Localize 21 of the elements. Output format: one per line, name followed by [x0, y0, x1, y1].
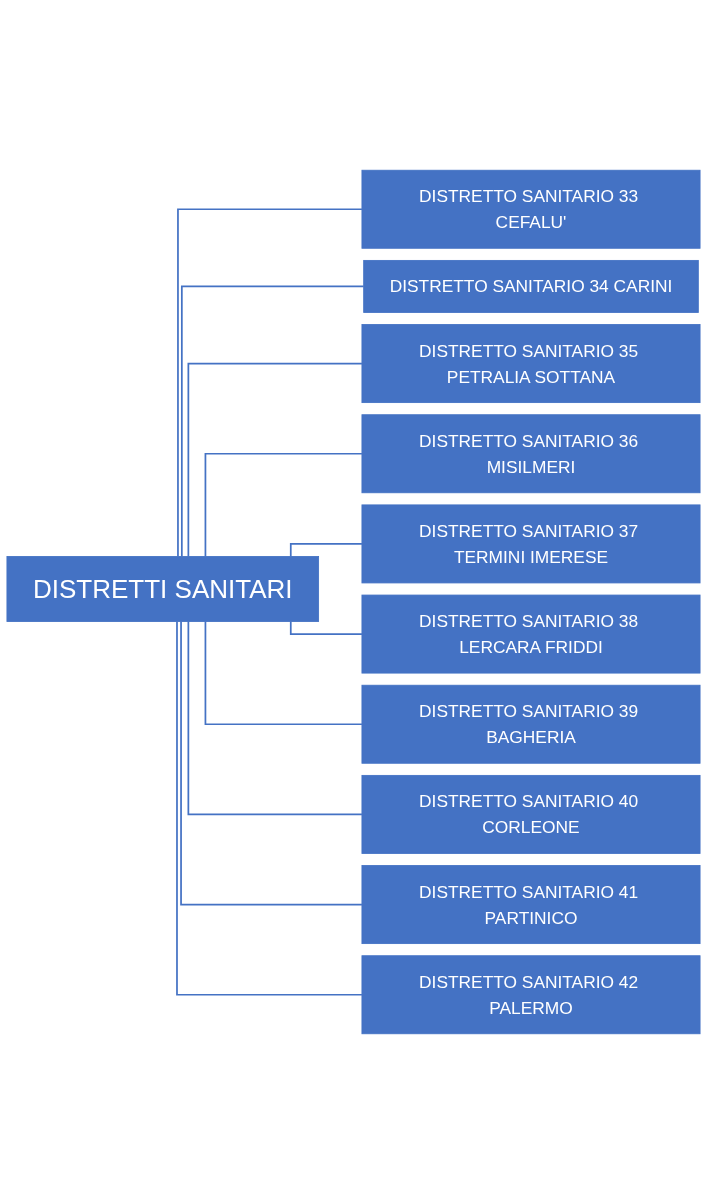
node-box: DISTRETTO SANITARIO 41 PARTINICO [361, 865, 701, 945]
connector [187, 620, 363, 816]
node-box: DISTRETTO SANITARIO 40 CORLEONE [361, 774, 701, 854]
connector [289, 620, 363, 635]
connector [289, 543, 363, 558]
node-box: DISTRETTO SANITARIO 36 MISILMERI [361, 414, 701, 494]
connector [177, 208, 363, 558]
connector [204, 452, 363, 558]
connector [187, 362, 363, 558]
connector [180, 620, 363, 906]
node-box: DISTRETTO SANITARIO 35 PETRALIA SOTTANA [361, 324, 701, 404]
connector [176, 620, 363, 996]
connector [180, 285, 365, 558]
node-box: DISTRETTO SANITARIO 42 PALERMO [361, 955, 701, 1035]
node-box: DISTRETTO SANITARIO 39 BAGHERIA [361, 684, 701, 764]
node-box: DISTRETTO SANITARIO 37 TERMINI IMERESE [361, 504, 701, 584]
node-box: DISTRETTO SANITARIO 38 LERCARA FRIDDI [361, 594, 701, 674]
node-box: DISTRETTI SANITARI [6, 556, 320, 622]
connector [204, 620, 363, 726]
node-box: DISTRETTO SANITARIO 34 CARINI [363, 259, 699, 313]
node-box: DISTRETTO SANITARIO 33 CEFALU' [361, 169, 701, 249]
